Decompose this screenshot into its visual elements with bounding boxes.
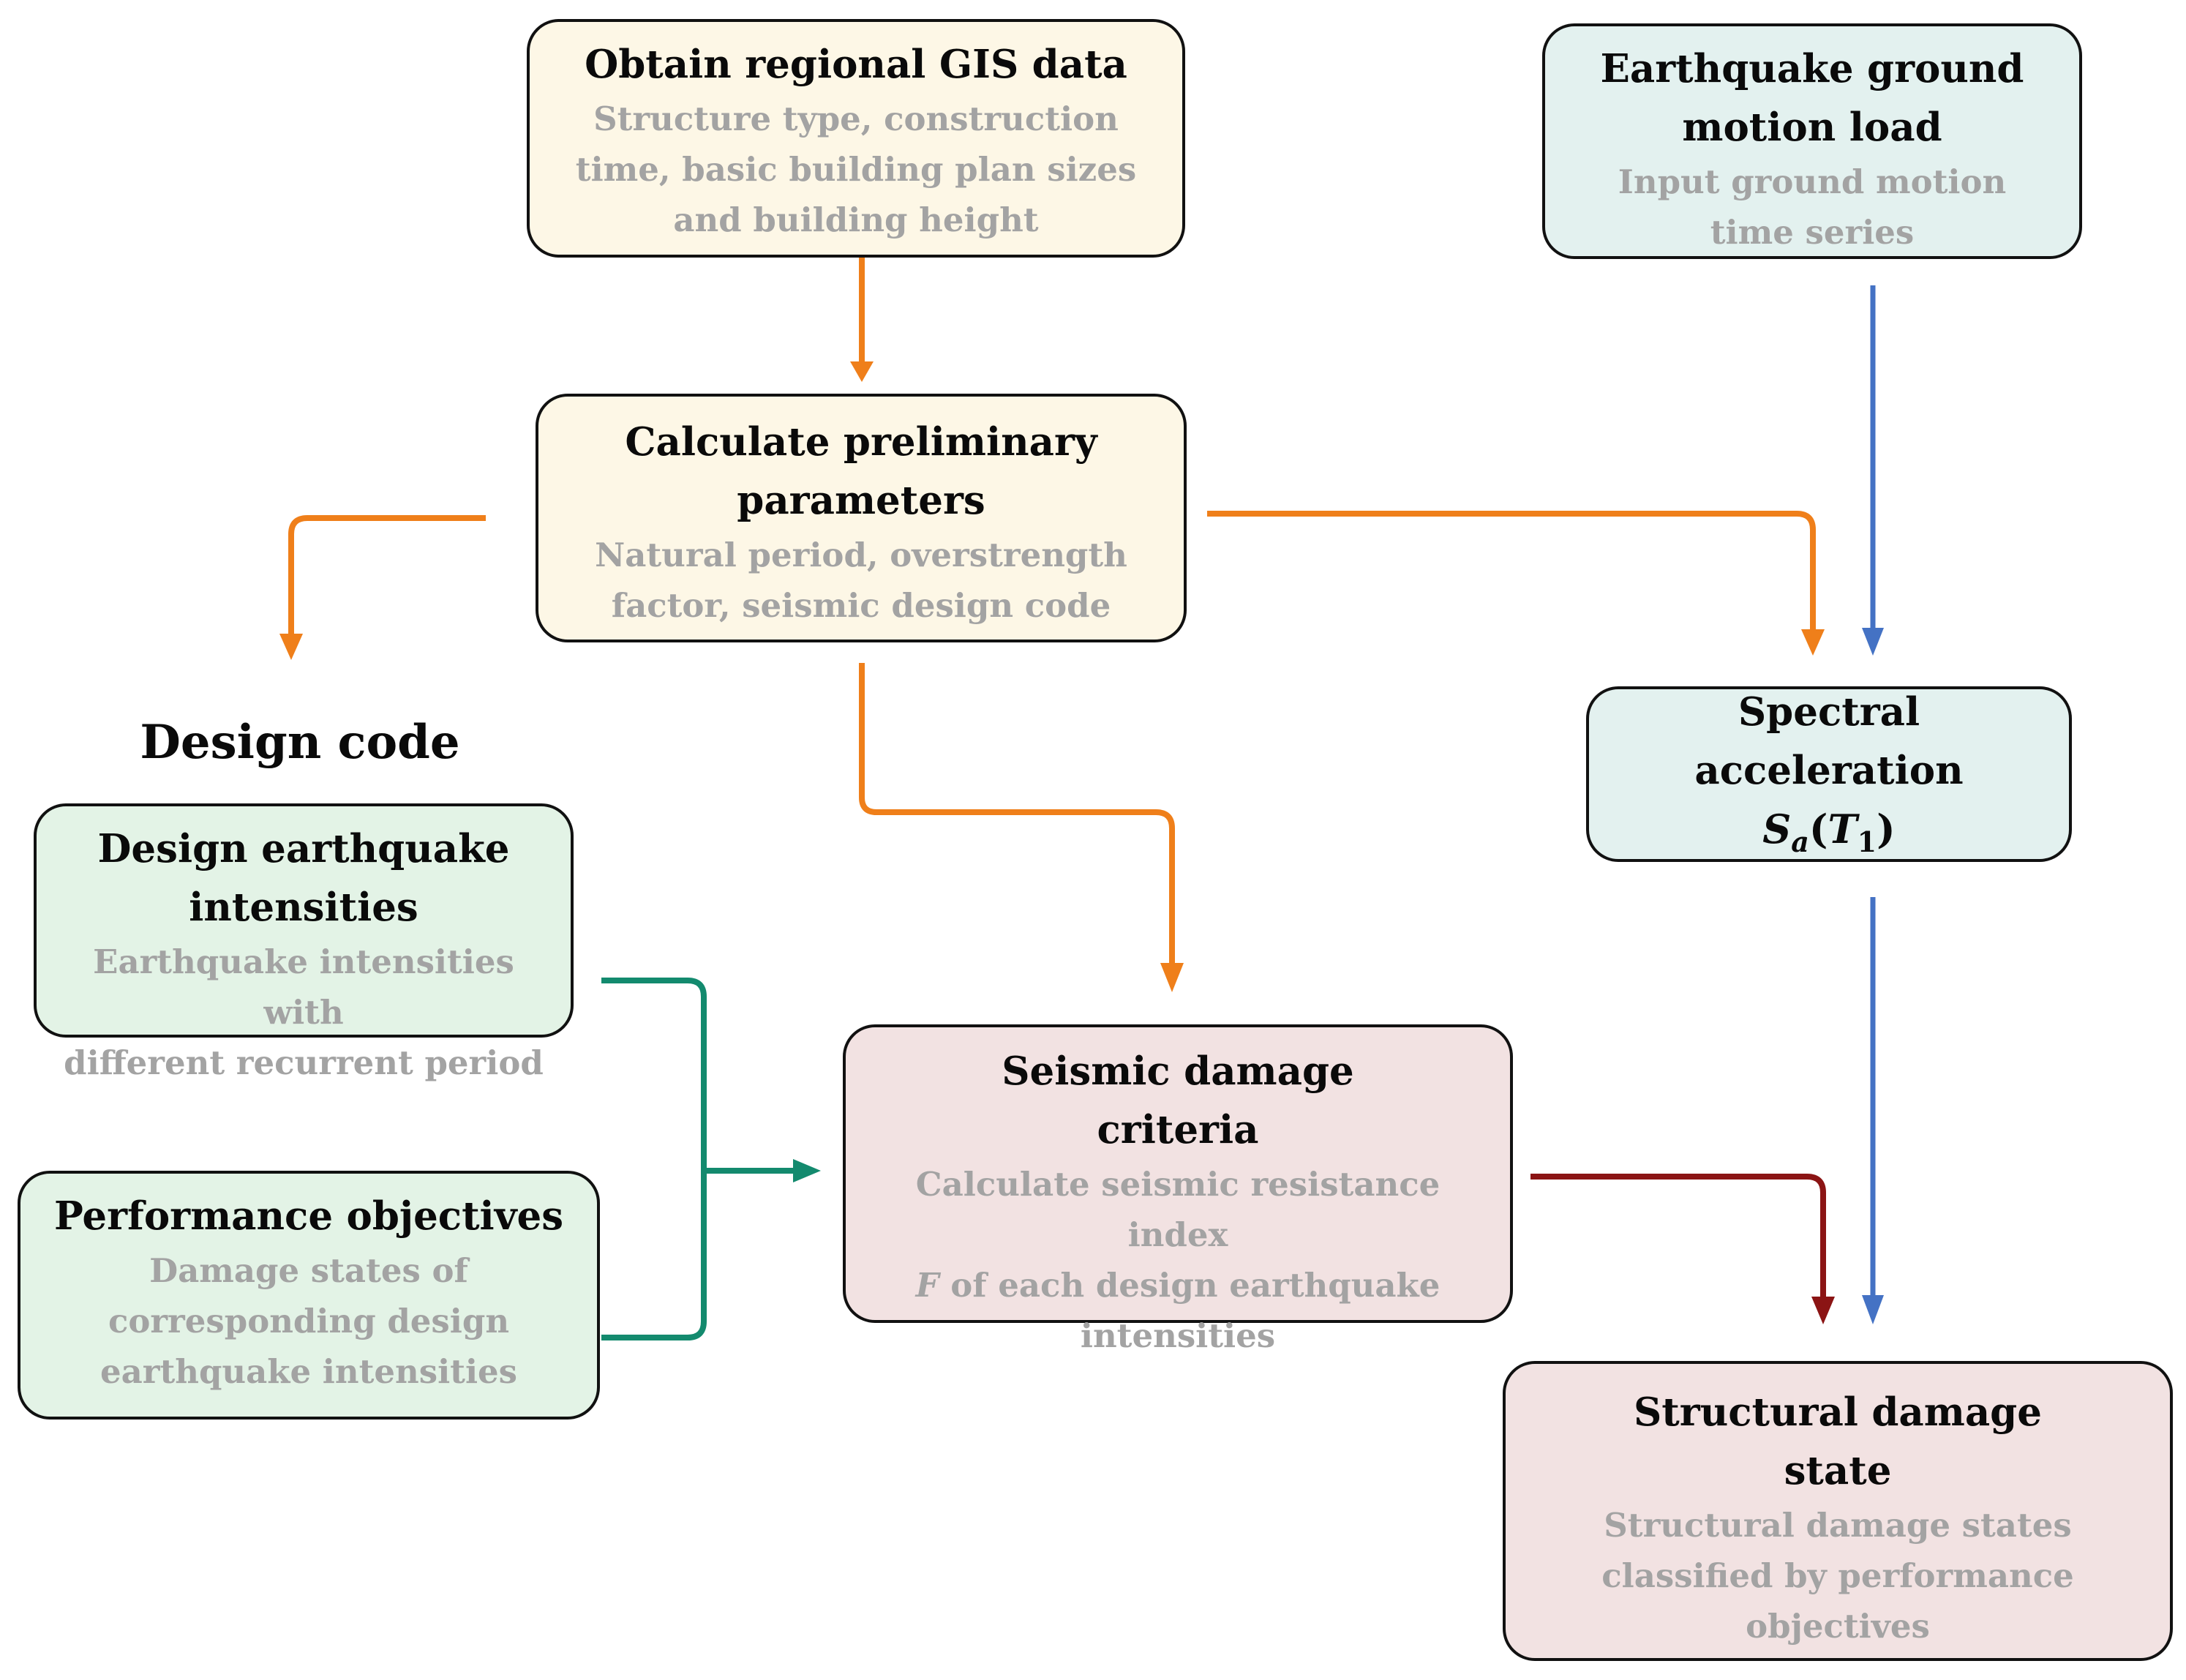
perf-desc-line-1: Damage states of (149, 1251, 468, 1290)
dei-title-line-2: intensities (189, 885, 418, 930)
seismic-title-line-2: criteria (1097, 1107, 1259, 1152)
ground-motion-box: Earthquake ground motion load Input grou… (1542, 23, 2082, 259)
arrow-quake-to-spectral (1862, 285, 1884, 656)
struct-desc-line-2: classified by performance (1601, 1556, 2074, 1595)
preliminary-desc-line-1: Natural period, overstrength (595, 536, 1127, 574)
performance-objectives-box: Performance objectives Damage states of … (18, 1171, 600, 1420)
ground-motion-title-line-1: Earthquake ground (1600, 46, 2024, 91)
gis-data-desc-line-3: and building height (673, 200, 1039, 239)
design-earthquake-intensities-box: Design earthquake intensities Earthquake… (34, 803, 574, 1082)
gis-data-desc-line-2: time, basic building plan sizes (575, 150, 1137, 189)
struct-title-line-1: Structural damage (1634, 1390, 2042, 1435)
ground-motion-desc-line-2: time series (1710, 213, 1915, 252)
structural-damage-state-box: Structural damage state Structural damag… (1503, 1361, 2173, 1661)
perf-title: Performance objectives (53, 1193, 564, 1239)
struct-desc-line-3: objectives (1746, 1607, 1930, 1646)
seismic-damage-criteria-box: Seismic damage criteria Calculate seismi… (843, 1024, 1513, 1355)
perf-desc-line-3: earthquake intensities (99, 1352, 518, 1391)
arrow-seismic-to-struct (1530, 1174, 1835, 1324)
preliminary-desc-line-2: factor, seismic design code (611, 586, 1111, 625)
design-code-label: Design code (140, 715, 460, 770)
struct-title-line-2: state (1784, 1448, 1892, 1493)
arrow-prelim-to-design-code (279, 515, 486, 660)
preliminary-parameters-box: Calculate preliminary parameters Natural… (536, 394, 1187, 642)
preliminary-title-line-1: Calculate preliminary (625, 419, 1097, 465)
gis-data-desc-line-1: Structure type, construction (593, 100, 1119, 138)
arrow-prelim-to-spectral (1207, 511, 1825, 656)
perf-desc-line-2: corresponding design (108, 1302, 510, 1340)
spectral-formula: Sa(T1) (1762, 806, 1896, 858)
struct-desc-line-1: Structural damage states (1604, 1506, 2072, 1545)
ground-motion-desc-line-1: Input ground motion (1618, 162, 2007, 201)
seismic-desc-line-1: Calculate seismic resistance index (915, 1165, 1441, 1254)
seismic-desc-line-2: F of each design earthquake (915, 1266, 1441, 1305)
arrow-gis-to-prelim (850, 258, 874, 382)
seismic-title-line-1: Seismic damage (1002, 1049, 1354, 1094)
arrow-spectral-to-struct (1862, 897, 1884, 1324)
gis-data-box: Obtain regional GIS data Structure type,… (527, 19, 1185, 258)
seismic-index-variable: F (915, 1266, 939, 1305)
spectral-acceleration-box: Spectral acceleration Sa(T1) (1586, 686, 2072, 862)
spectral-title: Spectral acceleration (1694, 689, 1964, 793)
gis-data-title: Obtain regional GIS data (585, 42, 1127, 87)
dei-desc-line-2: different recurrent period (64, 1043, 544, 1082)
ground-motion-title-line-2: motion load (1682, 105, 1942, 150)
dei-title-line-1: Design earthquake (97, 826, 510, 871)
dei-desc-line-1: Earthquake intensities with (93, 942, 514, 1032)
seismic-desc-line-3: intensities (1080, 1316, 1276, 1355)
arrow-inputs-to-seismic (601, 978, 821, 1340)
arrow-prelim-to-seismic (859, 663, 1184, 992)
preliminary-title-line-2: parameters (737, 478, 985, 523)
